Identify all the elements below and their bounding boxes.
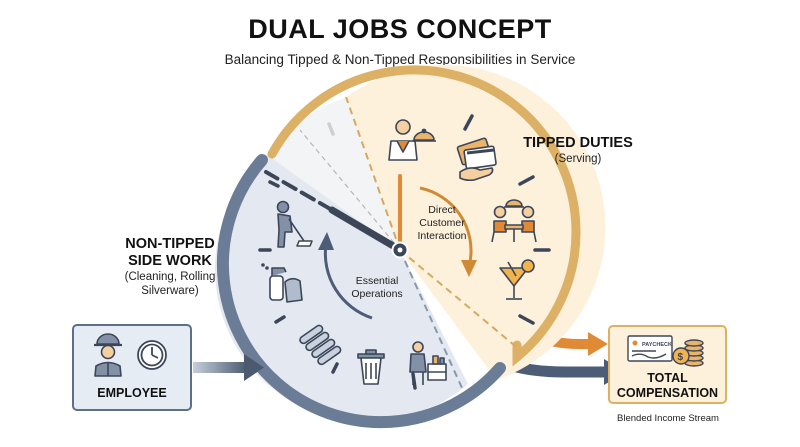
inner-label-line: Direct bbox=[428, 204, 456, 216]
tipped-duties-label: TIPPED DUTIES (Serving) bbox=[522, 135, 634, 166]
paycheck-icon: PAYCHECK bbox=[627, 335, 673, 362]
total-compensation-box: PAYCHECK $ bbox=[608, 325, 727, 404]
svg-text:$: $ bbox=[678, 352, 684, 363]
trash-can-icon bbox=[357, 349, 385, 385]
non-tipped-label: NON-TIPPED SIDE WORK (Cleaning, Rolling … bbox=[112, 236, 228, 298]
rolled-silverware-icon bbox=[299, 324, 342, 366]
total-title-line: COMPENSATION bbox=[616, 386, 719, 400]
total-compensation-label: TOTAL COMPENSATION bbox=[609, 371, 726, 401]
cocktail-glass-icon bbox=[499, 259, 535, 300]
inner-label-line: Customer bbox=[419, 217, 465, 229]
inner-label-line: Essential bbox=[355, 275, 399, 287]
tipped-duties-title: TIPPED DUTIES bbox=[523, 135, 633, 151]
blended-income-caption: Blended Income Stream bbox=[617, 413, 719, 424]
non-tipped-title-line: SIDE WORK bbox=[128, 253, 212, 269]
tipped-curved-arrow bbox=[419, 186, 477, 277]
employee-arrow bbox=[193, 354, 264, 381]
credit-card-payment-icon bbox=[456, 137, 497, 182]
mopping-worker-icon bbox=[276, 200, 313, 248]
page-title: DUAL JOBS CONCEPT bbox=[248, 14, 552, 44]
coins-icon: $ bbox=[672, 339, 704, 367]
spray-and-cloth-icon bbox=[261, 263, 303, 303]
paycheck-text: PAYCHECK bbox=[642, 342, 672, 348]
worker-icon bbox=[94, 333, 122, 377]
inner-label-line: Interaction bbox=[417, 230, 467, 242]
employee-box bbox=[72, 324, 192, 411]
clock-icon bbox=[137, 340, 167, 370]
clock-ticks bbox=[258, 114, 551, 390]
non-tipped-title-line: NON-TIPPED bbox=[125, 236, 215, 252]
page-subtitle: Balancing Tipped & Non-Tipped Responsibi… bbox=[224, 52, 576, 67]
non-tipped-ring bbox=[216, 154, 506, 429]
tipped-ring bbox=[267, 65, 581, 367]
total-title-line: TOTAL bbox=[647, 371, 688, 385]
employee-label: EMPLOYEE bbox=[97, 386, 167, 400]
non-tipped-curved-arrow bbox=[318, 232, 373, 320]
waiter-with-cloche-icon bbox=[388, 119, 436, 161]
tipped-duties-subtitle: (Serving) bbox=[554, 153, 602, 165]
inner-label-line: Operations bbox=[351, 288, 403, 300]
non-tipped-subtitle-line: Silverware) bbox=[141, 285, 199, 297]
essential-operations-label: Essential Operations bbox=[337, 275, 417, 301]
direct-customer-interaction-label: Direct Customer Interaction bbox=[402, 204, 482, 243]
stocking-worker-icon bbox=[409, 341, 447, 385]
non-tipped-subtitle-line: (Cleaning, Rolling bbox=[124, 271, 216, 283]
dining-table-icon bbox=[491, 199, 537, 243]
